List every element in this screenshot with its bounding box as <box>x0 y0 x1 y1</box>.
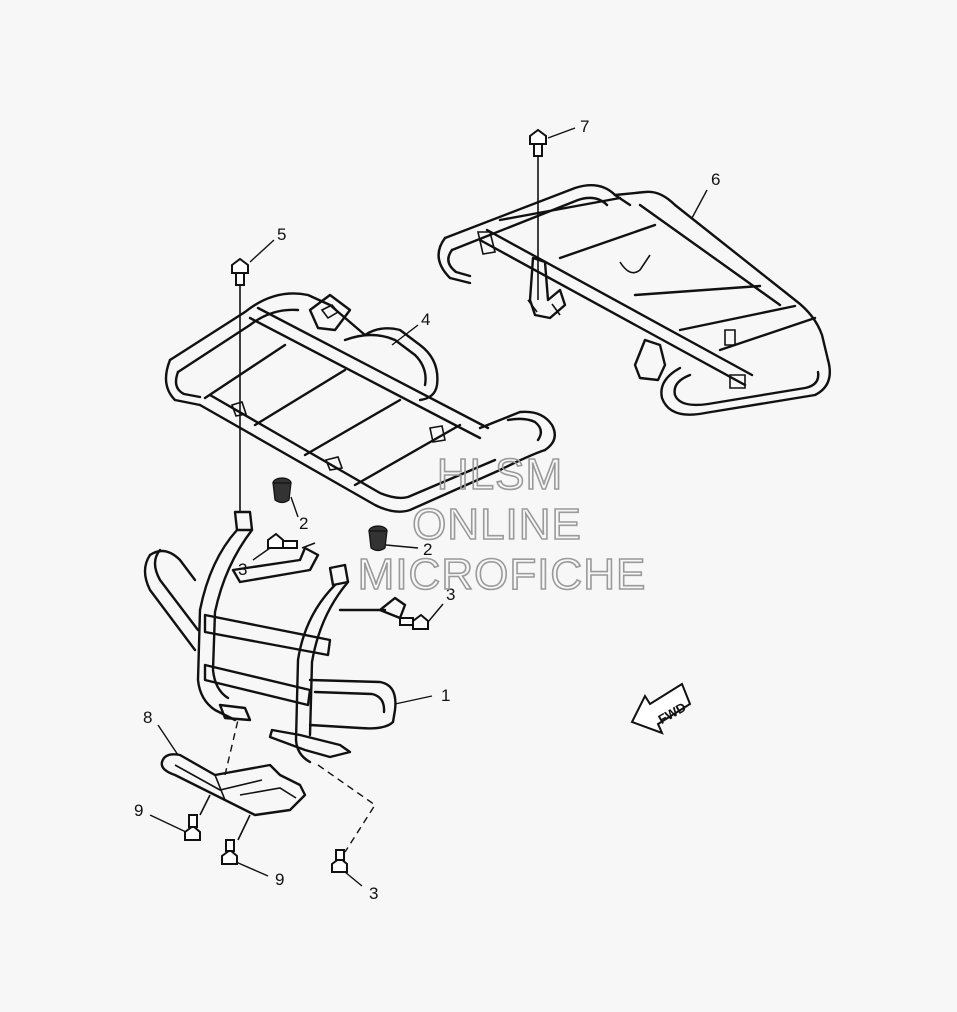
bolt-part-9-b <box>221 839 238 865</box>
rear-carrier-part-6 <box>437 184 832 416</box>
grommet-part-2-a <box>272 477 292 504</box>
bolt-part-3-a <box>267 532 298 549</box>
bolt-part-3-c <box>331 849 348 873</box>
bolt-part-9-a <box>184 814 201 841</box>
callout-3-right: 3 <box>446 585 455 604</box>
bolt-part-3-b <box>399 613 429 630</box>
front-guard-part-1 <box>143 510 407 764</box>
grommet-part-2-b <box>368 525 388 552</box>
watermark-line-2: ONLINE <box>412 500 582 549</box>
callout-3-left: 3 <box>238 560 247 579</box>
watermark-line-1: HLSM <box>437 450 563 499</box>
callout-9-right: 9 <box>275 870 284 889</box>
front-carrier-part-4 <box>164 292 556 513</box>
bolt-part-5 <box>231 257 249 512</box>
callout-2-lower: 2 <box>423 540 432 559</box>
callout-8: 8 <box>143 708 152 727</box>
watermark: HLSM ONLINE MICROFICHE <box>357 449 647 600</box>
callout-5: 5 <box>277 225 286 244</box>
leader-lines <box>149 127 708 887</box>
callout-3-bottom: 3 <box>369 884 378 903</box>
callout-2-upper: 2 <box>299 514 308 533</box>
forward-direction-arrow: FWD <box>630 682 692 735</box>
callout-9-left: 9 <box>134 801 143 820</box>
callout-6: 6 <box>711 170 720 189</box>
bracket-part-8 <box>160 753 307 817</box>
callout-7: 7 <box>580 117 589 136</box>
watermark-line-3: MICROFICHE <box>358 550 647 599</box>
bolt-part-7 <box>529 128 547 300</box>
callout-4: 4 <box>421 310 430 329</box>
callout-1: 1 <box>441 686 450 705</box>
